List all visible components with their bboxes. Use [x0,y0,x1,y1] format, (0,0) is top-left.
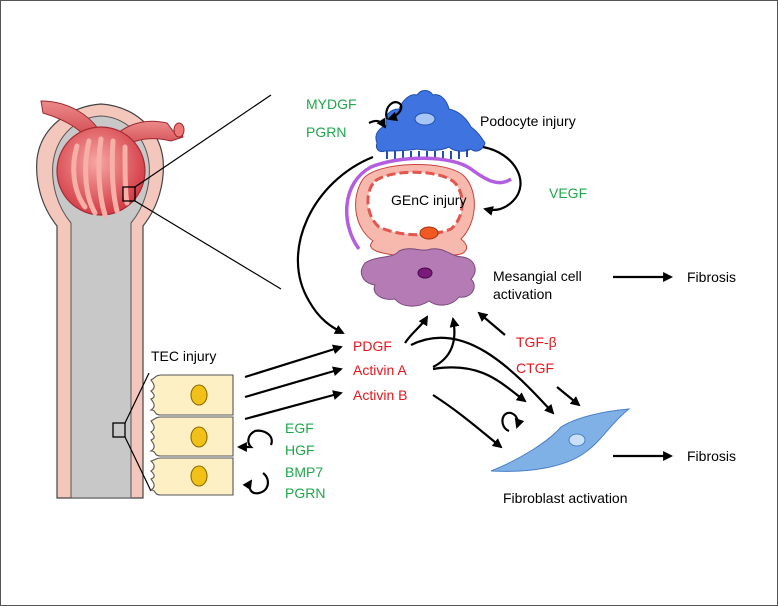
arrow-mydgf-loop [385,101,403,122]
label-mesangial-line1: Mesangial cell [493,268,582,284]
nephron [36,100,185,499]
arrow-bmp7-pgrn-loop [242,472,269,495]
arrows [237,101,673,495]
factor-mydgf: MYDGF [306,96,357,112]
label-mesangial-line2: activation [493,286,552,302]
glomerular-capillary-loops [71,136,130,218]
factor-vegf: VEGF [549,185,587,201]
labels: Podocyte injury GEnC injury Mesangial ce… [151,96,736,506]
factor-ctgf: CTGF [516,360,554,376]
mesangial-cell-body [360,248,476,307]
label-podocyte-injury: Podocyte injury [480,113,576,129]
genc-fenestrations [366,170,464,237]
arrow-activin-b-to-fibroblast [432,394,503,449]
label-fibrosis-bottom: Fibrosis [687,448,736,464]
glomerular-endothelial-cell [355,163,475,258]
zoom-lines [124,94,282,492]
label-genc-injury: GEnC injury [391,192,466,208]
factor-pdgf: PDGF [353,338,392,354]
glomerular-basement-membrane [344,156,512,251]
tubule-lumen [52,115,150,499]
fibroblast-body [490,408,631,472]
factor-bmp7: BMP7 [285,464,323,480]
factor-hgf: HGF [285,442,315,458]
arrow-podocyte-to-pdgf [296,155,374,334]
arrow-tgf-to-mesangial [477,311,506,336]
arrow-pgrn-top [368,117,387,129]
factor-activin-b: Activin B [353,387,407,403]
label-fibrosis-top: Fibrosis [687,269,736,285]
mesangial-cell [360,248,476,307]
arrow-tec-pdgf [244,344,343,379]
arrow-activin-a-to-mesangial [432,317,460,368]
fibroblast [490,408,631,472]
podocyte [375,90,486,159]
arrow-vegf [482,145,522,216]
glomerulus-zoom-box [122,186,136,202]
arrow-tec-activin-a [244,366,343,399]
factor-tgf-beta: TGF-β [516,334,557,350]
arrow-egf-hgf-loop [237,429,273,452]
genc-lumen [367,172,463,235]
arrow-tec-activin-b [244,390,343,421]
label-fibroblast-activation: Fibroblast activation [503,490,628,506]
factor-egf: EGF [285,420,314,436]
arrow-activin-a-to-fibroblast [432,366,527,403]
arrow-pdgf-to-mesangial [404,315,429,344]
factor-activin-a: Activin A [353,362,407,378]
label-tec-injury: TEC injury [151,348,216,364]
factor-pgrn-top: PGRN [306,124,346,140]
arrow-ctgf-to-fibroblast [556,386,581,407]
tubular-epithelial-cells [149,374,234,496]
factor-pgrn-bottom: PGRN [285,485,325,501]
arrow-pdgf-to-fibroblast [410,336,555,415]
tubule-zoom-box [112,422,126,438]
arrow-fibroblast-autocrine-loop [501,411,525,433]
